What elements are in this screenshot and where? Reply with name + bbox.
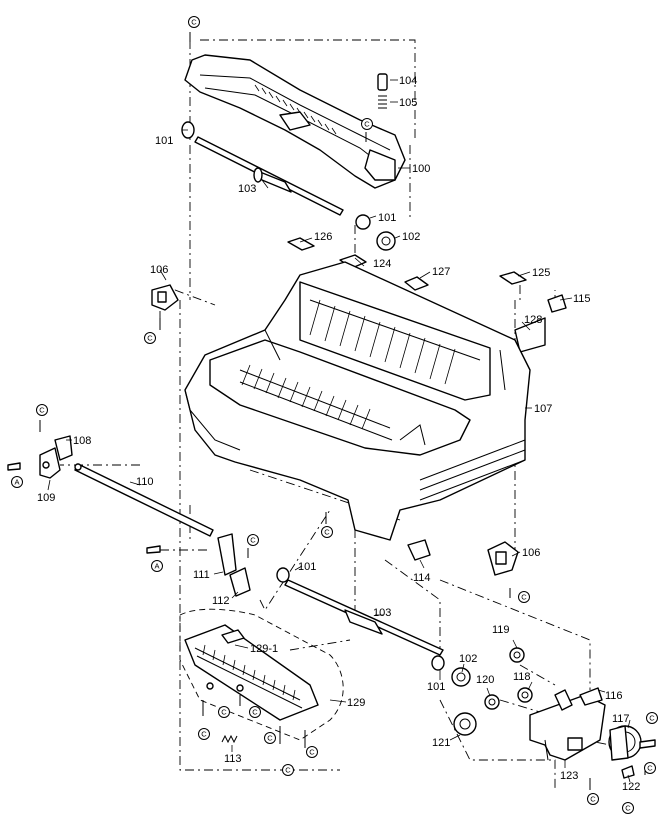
svg-text:C: C [191, 18, 197, 27]
callout-label: 102 [459, 653, 477, 665]
marker-c: C [188, 16, 200, 28]
callout-label: 104 [399, 75, 417, 87]
callout-label: 100 [412, 163, 430, 175]
callout-label: 115 [573, 293, 591, 305]
part-top-cover [184, 54, 406, 189]
callout-label: 102 [402, 231, 420, 243]
callout-label: 123 [560, 770, 578, 782]
callout-label: 128 [524, 314, 542, 326]
callout-label: 105 [399, 97, 417, 109]
marker-c: C [218, 706, 230, 718]
part-paper-guide-assembly [179, 608, 344, 744]
svg-text:C: C [625, 804, 631, 813]
callout-label: 122 [622, 781, 640, 793]
svg-text:C: C [649, 714, 655, 723]
svg-text:C: C [285, 766, 291, 775]
callout-label: 112 [212, 595, 230, 607]
svg-text:A: A [154, 562, 159, 571]
callout-label: 108 [73, 435, 91, 447]
callout-label: 107 [534, 403, 552, 415]
callout-labels: 104 105 101 100 103 101 102 126 124 127 … [37, 75, 640, 793]
callout-label: 126 [314, 231, 332, 243]
marker-c: C [36, 404, 48, 416]
callout-label: 101 [155, 135, 173, 147]
callout-label: 101 [427, 681, 445, 693]
c-markers: C C C C C C C C C C C C C C C C C [36, 16, 658, 814]
marker-a: A [11, 476, 23, 488]
callout-label: 120 [476, 674, 494, 686]
callout-label: 106 [150, 264, 168, 276]
part-sensor-right [487, 541, 519, 576]
part-spring-cap [377, 73, 388, 109]
part-screws [39, 32, 646, 790]
svg-text:C: C [267, 734, 273, 743]
part-roller-shaft-lower [276, 567, 471, 687]
svg-text:A: A [14, 478, 19, 487]
marker-c: C [144, 332, 156, 344]
callout-label: 124 [373, 258, 391, 270]
part-roller-shaft-top [194, 136, 344, 216]
part-clip-115 [547, 294, 567, 313]
marker-c: C [306, 746, 318, 758]
svg-text:C: C [521, 593, 527, 602]
svg-text:C: C [252, 708, 258, 717]
part-levers [146, 533, 251, 597]
svg-text:C: C [39, 406, 45, 415]
marker-c: C [622, 802, 634, 814]
svg-text:C: C [221, 708, 227, 717]
part-left-bracket [7, 435, 73, 479]
svg-text:C: C [201, 730, 207, 739]
part-clip-114 [407, 539, 431, 561]
callout-label: 125 [532, 267, 550, 279]
callout-label: 103 [238, 183, 256, 195]
part-gears [453, 647, 533, 736]
marker-c: C [247, 534, 259, 546]
callout-label: 116 [605, 690, 623, 702]
marker-c: C [518, 591, 530, 603]
callout-label: 118 [513, 671, 531, 683]
callout-label: 119 [492, 624, 510, 636]
marker-c: C [321, 526, 333, 538]
marker-c: C [264, 732, 276, 744]
svg-text:C: C [147, 334, 153, 343]
callout-label: 121 [432, 737, 450, 749]
part-long-shaft [74, 463, 214, 537]
marker-c: C [587, 793, 599, 805]
svg-text:C: C [364, 120, 370, 129]
marker-c: C [646, 712, 658, 724]
svg-text:C: C [309, 748, 315, 757]
a-markers: A A [11, 476, 163, 572]
callout-label: 113 [224, 753, 242, 765]
part-bushings-top [181, 121, 396, 251]
svg-text:C: C [647, 764, 653, 773]
callout-label: 109 [37, 492, 55, 504]
marker-c: C [644, 762, 656, 774]
svg-text:C: C [590, 795, 596, 804]
marker-c: C [282, 764, 294, 776]
marker-c: C [198, 728, 210, 740]
callout-label: 114 [413, 572, 431, 584]
callout-label: 110 [136, 476, 154, 488]
part-main-frame [184, 261, 531, 541]
leader-lines [47, 79, 631, 783]
callout-label: 106 [522, 547, 540, 559]
part-motor-bracket [529, 687, 656, 779]
callout-label: 117 [612, 713, 630, 725]
part-pads [287, 237, 546, 353]
callout-label: 111 [193, 569, 210, 581]
svg-text:C: C [324, 528, 330, 537]
callout-label: 129-1 [250, 643, 278, 655]
callout-label: 103 [373, 607, 391, 619]
callout-label: 129 [347, 697, 365, 709]
svg-text:C: C [250, 536, 256, 545]
part-sensor-left [151, 284, 179, 311]
callout-label: 101 [298, 561, 316, 573]
marker-c: C [361, 118, 373, 130]
callout-label: 101 [378, 212, 396, 224]
callout-label: 127 [432, 266, 450, 278]
marker-a: A [151, 560, 163, 572]
marker-c: C [249, 706, 261, 718]
